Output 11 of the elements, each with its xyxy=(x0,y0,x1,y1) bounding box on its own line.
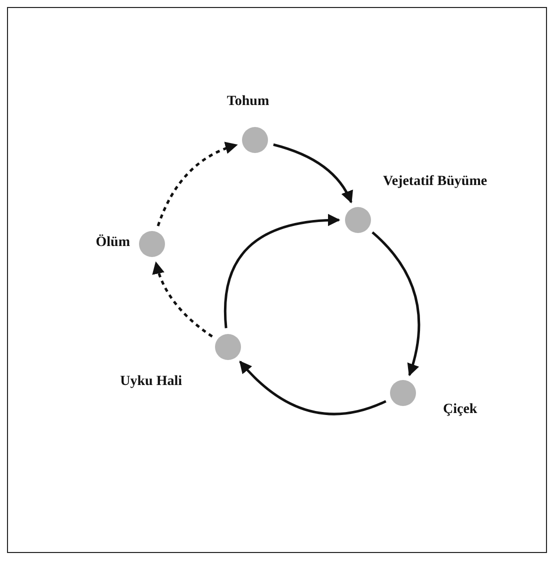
arrow xyxy=(372,231,420,376)
arrow xyxy=(239,360,386,416)
stage-label: Tohum xyxy=(226,94,270,110)
arrow xyxy=(224,214,340,328)
arrow xyxy=(156,142,238,226)
stage-label: Çiçek xyxy=(443,402,478,418)
stage-label: Uyku Hali xyxy=(119,374,182,390)
arrow xyxy=(152,261,213,338)
stage-label: Ölüm xyxy=(94,235,130,252)
arrow xyxy=(273,143,352,204)
stage-label: Vejetatif Büyüme xyxy=(383,174,488,190)
